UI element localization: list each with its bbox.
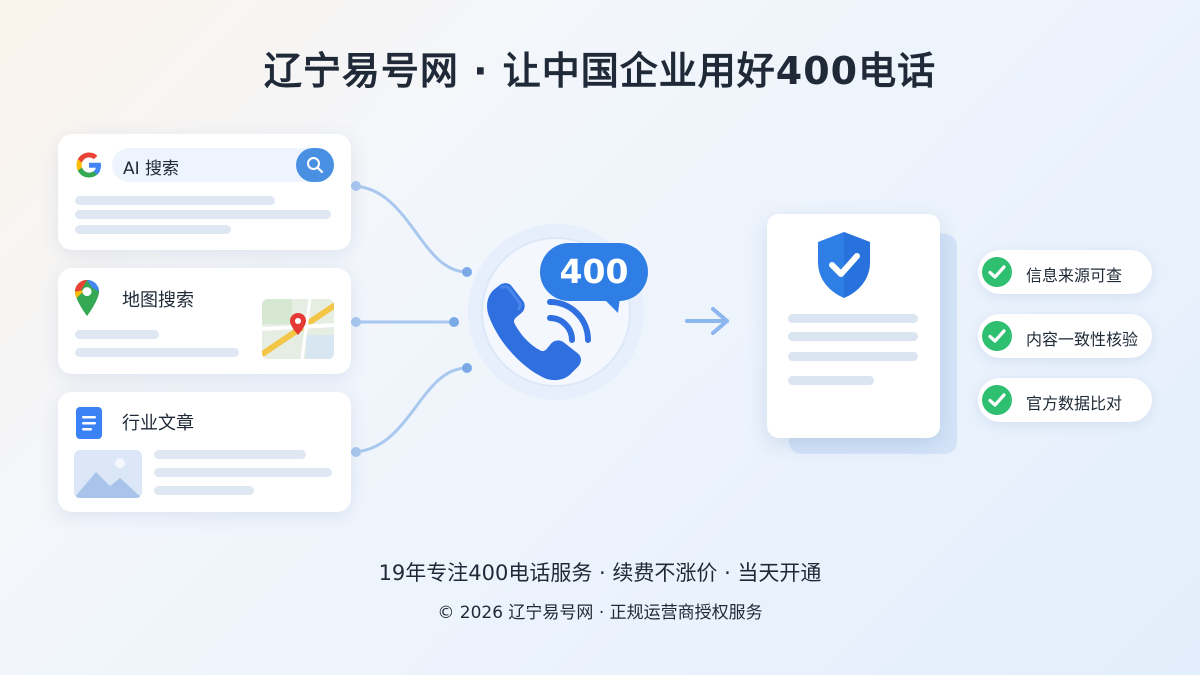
search-icon xyxy=(307,157,324,174)
phone-icon xyxy=(487,283,581,381)
check-item-consistency: 内容一致性核验 xyxy=(978,314,1152,358)
map-pin-icon xyxy=(75,280,99,316)
search-label: AI 搜索 xyxy=(123,159,180,179)
search-button[interactable] xyxy=(296,148,334,182)
image-placeholder-icon xyxy=(74,450,142,498)
check-label: 官方数据比对 xyxy=(1026,394,1123,413)
placeholder-line xyxy=(788,352,918,361)
placeholder-line xyxy=(788,314,918,323)
shield-check-icon xyxy=(818,232,870,298)
check-item-official-data: 官方数据比对 xyxy=(978,378,1152,422)
placeholder-line xyxy=(154,450,306,459)
map-search-label: 地图搜索 xyxy=(122,290,194,311)
placeholder-line xyxy=(75,330,159,339)
page-title: 辽宁易号网 · 让中国企业用好400电话 xyxy=(263,49,937,93)
check-circle-icon xyxy=(982,321,1012,351)
map-thumbnail xyxy=(262,299,334,359)
footer-copyright: © 2026 辽宁易号网 · 正规运营商授权服务 xyxy=(437,603,763,623)
check-label: 信息来源可查 xyxy=(1026,266,1123,285)
check-label: 内容一致性核验 xyxy=(1026,330,1139,349)
placeholder-line xyxy=(75,210,331,219)
document-icon xyxy=(76,407,102,439)
check-circle-icon xyxy=(982,257,1012,287)
placeholder-line xyxy=(788,376,874,385)
tagline: 19年专注400电话服务 · 续费不涨价 · 当天开通 xyxy=(378,561,822,585)
industry-article-label: 行业文章 xyxy=(122,413,194,434)
map-search-card[interactable]: 地图搜索 xyxy=(58,268,351,374)
placeholder-line xyxy=(788,332,918,341)
badge-400: 400 xyxy=(559,252,629,291)
google-g-icon xyxy=(76,152,101,178)
check-item-source: 信息来源可查 xyxy=(978,250,1152,294)
verified-document xyxy=(767,214,940,438)
arrow-right-icon xyxy=(685,307,729,335)
speech-bubble xyxy=(540,243,648,313)
placeholder-line xyxy=(154,486,254,495)
placeholder-line xyxy=(154,468,332,477)
industry-article-card[interactable]: 行业文章 xyxy=(58,392,351,512)
ai-search-card[interactable]: AI 搜索 xyxy=(58,134,351,250)
check-circle-icon xyxy=(982,385,1012,415)
placeholder-line xyxy=(75,348,239,357)
placeholder-line xyxy=(75,196,275,205)
placeholder-line xyxy=(75,225,231,234)
